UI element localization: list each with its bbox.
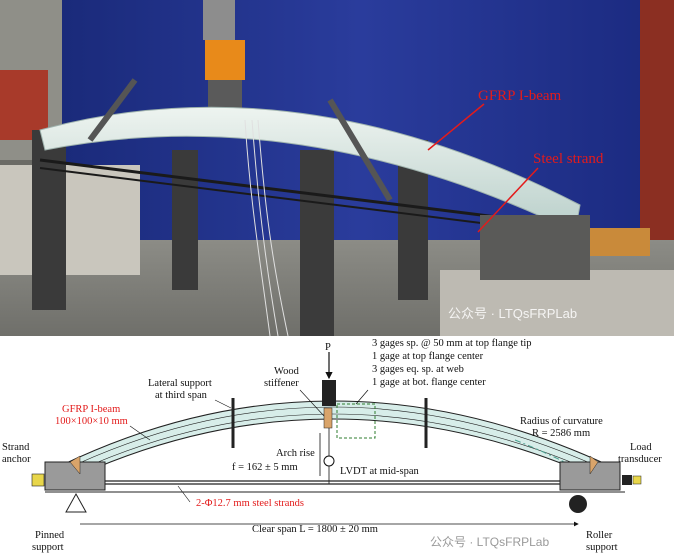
roller-support-label-2: support [586,542,618,553]
diagram-watermark: 公众号 · LTQsFRPLab [430,535,549,549]
wood-stiffener-label-1: Wood [274,366,300,377]
left-anchor-wedge [69,455,81,475]
experiment-photo: GFRP I-beam Steel strand 公众号 · LTQsFRPLa… [0,0,674,336]
wood-stiffener [323,407,333,429]
red-frame-left [0,70,48,140]
wood-stiffener-label-2: stiffener [264,378,299,389]
steel-strands-leader [177,485,191,503]
gage-label-4: 1 gage at bot. flange center [372,377,486,388]
end-anchor-right [480,215,590,280]
jack-mid-left [172,150,198,290]
strand-anchor-label-2: anchor [2,454,31,465]
wood-stiffener-leader [299,389,325,417]
arch-rise-label-1: Arch rise [276,448,315,459]
gage-label-3: 3 gages eq. sp. at web [372,364,464,375]
load-cell [205,40,245,80]
arch-rise-label-2: f = 162 ± 5 mm [232,462,298,473]
beam-label-leader [129,425,151,441]
photo-watermark: 公众号 · LTQsFRPLab [448,306,577,321]
lateral-support-label-1: Lateral support [148,378,212,389]
lateral-support-label-2: at third span [155,390,208,401]
lateral-bar-right [327,98,393,202]
roller-support-label-1: Roller [586,530,613,541]
right-anchor-wedge [589,455,599,475]
photo-pointer-gfrp [427,103,485,151]
actuator-base [208,80,242,110]
right-anchor-block [559,461,621,491]
lvdt-symbol [323,455,335,467]
gage-wires [244,119,289,336]
lateral-bar-left [87,78,138,142]
photo-label-gfrp: GFRP I-beam [478,88,562,104]
jack-mid-right [300,150,334,336]
actuator-rod [203,0,235,40]
strand-anchor-label-1: Strand [2,442,30,453]
load-transducer-nut [632,475,642,485]
load-actuator [322,380,336,406]
gfrp-beam [59,400,611,485]
photo-pointer-strand [477,167,539,233]
steel-strands-label: 2-Φ12.7 mm steel strands [196,498,304,509]
beam-top-flange-line [59,406,611,473]
strand-anchor-nut [31,473,45,487]
pinned-support-label-1: Pinned [35,530,65,541]
concrete-block-left [0,165,140,275]
beam-label-2: 100×100×10 mm [55,416,128,427]
roller-support-circle [569,495,587,513]
gage-label-2: 1 gage at top flange center [372,351,484,362]
radius-label-1: Radius of curvature [520,416,603,427]
gage-label-1: 3 gages sp. @ 50 mm at top flange tip [372,338,532,349]
load-transducer-label-1: Load [630,442,652,453]
load-transducer-label-2: transducer [618,454,662,465]
pinned-support-triangle [65,492,87,513]
pinned-support-label-2: support [32,542,64,553]
gage-zone [336,403,376,439]
beam-label-1: GFRP I-beam [62,404,120,415]
load-transducer-block [622,475,632,485]
beam-bottom-flange-line [59,413,611,480]
left-anchor-block [44,461,106,491]
gage-leader [355,389,369,405]
load-label: P [325,342,331,353]
radius-label-2: R = 2586 mm [532,428,590,439]
jack-left [32,130,66,310]
concrete-block-right [440,270,674,336]
clear-span-label: Clear span L = 1800 ± 20 mm [252,524,378,535]
test-setup-diagram: P Lateral support at third span Wood sti… [2,338,662,553]
lateral-support-leader [214,399,232,409]
photo-label-strand: Steel strand [533,151,604,167]
load-transducer-photo [590,228,650,256]
lvdt-label: LVDT at mid-span [340,466,419,477]
